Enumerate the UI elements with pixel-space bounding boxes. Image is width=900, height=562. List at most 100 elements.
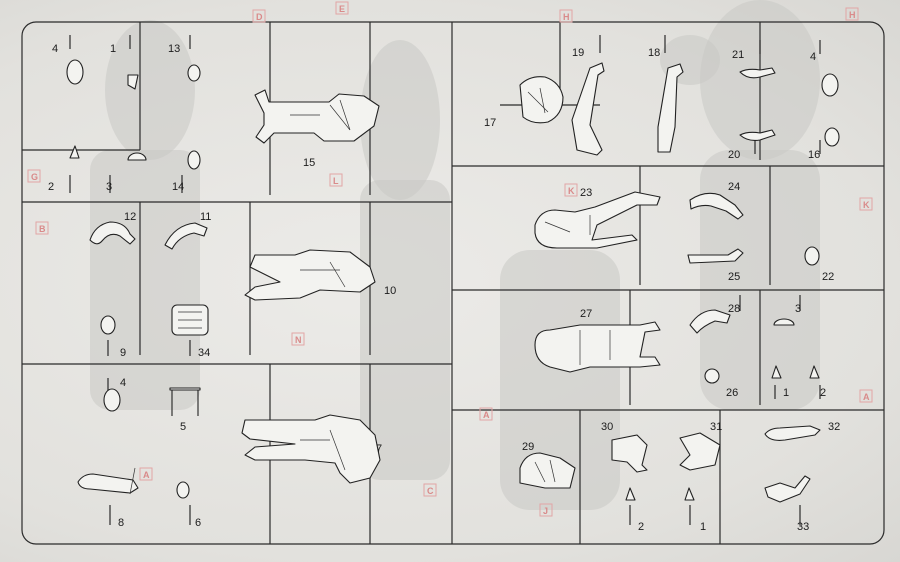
part-label-34: 34 bbox=[198, 347, 210, 359]
part-13-head: 13 bbox=[168, 43, 201, 82]
part-label-1: 1 bbox=[110, 43, 116, 55]
ref-L: L bbox=[333, 176, 339, 186]
part-29-torso: 29 bbox=[519, 441, 576, 489]
ref-D: D bbox=[256, 12, 263, 22]
part-8-arm: 8 bbox=[77, 467, 139, 529]
ref-E: E bbox=[339, 4, 345, 14]
part-18-leg: 18 bbox=[648, 47, 684, 153]
ref-K-right: K bbox=[863, 200, 870, 210]
part-label-32: 32 bbox=[828, 421, 840, 433]
part-label-11: 11 bbox=[200, 211, 211, 223]
part-label-8: 8 bbox=[118, 517, 124, 529]
ref-J: J bbox=[543, 506, 548, 516]
ref-G: G bbox=[31, 172, 38, 182]
part-32-arm: 32 bbox=[764, 421, 840, 441]
part-label-17: 17 bbox=[484, 117, 496, 129]
ref-K-mid: K bbox=[568, 186, 575, 196]
part-label-13: 13 bbox=[168, 43, 180, 55]
part-label-10: 10 bbox=[384, 285, 396, 297]
part-1-bottom: 1 bbox=[684, 487, 706, 533]
part-28-arm: 28 bbox=[689, 303, 740, 334]
part-4-top-left: 4 bbox=[52, 43, 84, 85]
ref-A-left: A bbox=[143, 470, 150, 480]
part-label-16: 16 bbox=[808, 149, 820, 161]
part-label-9: 9 bbox=[120, 347, 126, 359]
part-22-head: 22 bbox=[804, 246, 834, 283]
ref-A-mid: A bbox=[483, 410, 490, 420]
part-label-23: 23 bbox=[580, 187, 592, 199]
part-1-top-left: 1 bbox=[110, 43, 139, 90]
background-figures bbox=[90, 0, 820, 510]
part-23-figure: 23 bbox=[534, 187, 661, 249]
part-34-pack: 34 bbox=[171, 304, 210, 359]
ref-A-right: A bbox=[863, 392, 870, 402]
part-label-31: 31 bbox=[710, 421, 722, 433]
part-label-3: 3 bbox=[106, 181, 112, 193]
part-31-legs: 31 bbox=[679, 421, 722, 471]
part-1-right: 1 bbox=[771, 365, 789, 399]
part-label-15: 15 bbox=[303, 157, 315, 169]
part-5-frame: 5 bbox=[169, 387, 201, 433]
part-7-figure: 7 bbox=[241, 414, 382, 484]
ref-C: C bbox=[427, 486, 434, 496]
part-label-6: 6 bbox=[195, 517, 201, 529]
part-19-leg: 19 bbox=[571, 47, 605, 156]
part-17-torso: 17 bbox=[484, 76, 564, 129]
part-label-5: 5 bbox=[180, 421, 186, 433]
part-label-27: 27 bbox=[580, 308, 592, 320]
part-label-2-right: 2 bbox=[820, 387, 826, 399]
part-21-arm: 21 bbox=[732, 49, 776, 79]
part-label-20: 20 bbox=[728, 149, 740, 161]
part-label-29: 29 bbox=[522, 441, 534, 453]
ref-H-right: H bbox=[849, 10, 856, 20]
part-label-30: 30 bbox=[601, 421, 613, 433]
part-label-2: 2 bbox=[48, 181, 54, 193]
part-2-right: 2 bbox=[809, 365, 826, 399]
part-24-arm: 24 bbox=[689, 181, 744, 220]
part-label-1-bottom: 1 bbox=[700, 521, 706, 533]
part-30-legs: 30 bbox=[601, 421, 648, 473]
part-label-26: 26 bbox=[726, 387, 738, 399]
part-label-21: 21 bbox=[732, 49, 744, 61]
part-label-7: 7 bbox=[376, 443, 382, 455]
part-15-figure: 15 bbox=[254, 89, 380, 169]
part-label-4-lower: 4 bbox=[120, 377, 126, 389]
part-10-figure: 10 bbox=[244, 249, 396, 301]
part-12-arm: 12 bbox=[89, 211, 136, 245]
part-4-top-right: 4 bbox=[810, 51, 839, 97]
part-2-top-left: 2 bbox=[48, 145, 80, 193]
part-label-12: 12 bbox=[124, 211, 136, 223]
part-label-14: 14 bbox=[172, 181, 184, 193]
part-11-arm: 11 bbox=[164, 211, 211, 250]
part-6-head: 6 bbox=[176, 481, 201, 529]
part-27-coat: 27 bbox=[534, 308, 661, 373]
ref-N: N bbox=[295, 335, 302, 345]
part-label-4-right: 4 bbox=[810, 51, 816, 63]
part-16-head: 16 bbox=[808, 127, 840, 161]
sprue-reference-letters: D E H H G L B N A C J K K A A bbox=[27, 1, 873, 517]
part-2-bottom: 2 bbox=[625, 487, 644, 533]
ref-B: B bbox=[39, 224, 46, 234]
part-33-arm: 33 bbox=[764, 475, 811, 533]
part-4-lower: 4 bbox=[103, 377, 126, 412]
part-label-4: 4 bbox=[52, 43, 58, 55]
part-label-22: 22 bbox=[822, 271, 834, 283]
part-3-cap: 3 bbox=[773, 303, 801, 326]
part-label-25: 25 bbox=[728, 271, 740, 283]
part-label-28: 28 bbox=[728, 303, 740, 315]
part-label-3-right: 3 bbox=[795, 303, 801, 315]
part-14-head: 14 bbox=[172, 150, 201, 193]
part-3-helmet: 3 bbox=[106, 152, 147, 193]
part-25-arm: 25 bbox=[687, 248, 744, 283]
part-20-arm: 20 bbox=[728, 129, 776, 161]
part-9-head: 9 bbox=[100, 315, 126, 359]
part-label-18: 18 bbox=[648, 47, 660, 59]
part-26-ball: 26 bbox=[704, 368, 738, 399]
part-label-24: 24 bbox=[728, 181, 740, 193]
part-label-1-right: 1 bbox=[783, 387, 789, 399]
part-label-19: 19 bbox=[572, 47, 584, 59]
part-label-33: 33 bbox=[797, 521, 809, 533]
ref-H-top: H bbox=[563, 12, 570, 22]
